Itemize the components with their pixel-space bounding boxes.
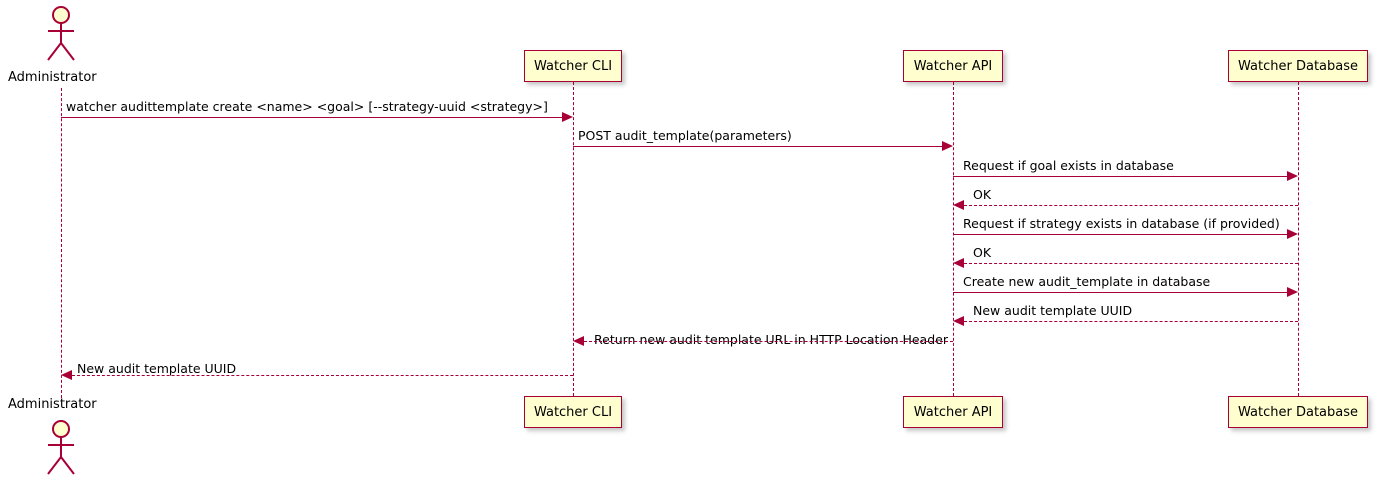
message-label-5: Request if strategy exists in database (… xyxy=(963,216,1280,231)
lifeline-administrator xyxy=(61,88,62,398)
lifeline-watcher-cli xyxy=(573,82,574,396)
message-arrowhead-10 xyxy=(61,370,72,380)
actor-administrator-top xyxy=(38,4,84,62)
message-line-6 xyxy=(964,263,1298,264)
message-line-7 xyxy=(953,292,1287,293)
message-label-1: watcher audittemplate create <name> <goa… xyxy=(66,99,548,114)
participant-box-watcher-api-bottom[interactable]: Watcher API xyxy=(903,396,1003,428)
message-arrowhead-8 xyxy=(953,316,964,326)
participant-label-watcher-api: Watcher API xyxy=(913,58,993,74)
message-arrowhead-5 xyxy=(1287,229,1298,239)
actor-label-administrator-bottom: Administrator xyxy=(8,397,97,412)
message-label-4: OK xyxy=(973,187,992,202)
message-line-10 xyxy=(72,375,573,376)
participant-label-watcher-cli: Watcher CLI xyxy=(533,58,613,74)
message-line-3 xyxy=(953,176,1287,177)
message-arrowhead-4 xyxy=(953,200,964,210)
participant-label-watcher-database: Watcher Database xyxy=(1238,58,1358,74)
message-line-8 xyxy=(964,321,1298,322)
message-label-9: Return new audit template URL in HTTP Lo… xyxy=(594,332,948,347)
message-label-2: POST audit_template(parameters) xyxy=(578,128,792,143)
message-arrowhead-7 xyxy=(1287,287,1298,297)
message-label-6: OK xyxy=(973,245,992,260)
message-label-8: New audit template UUID xyxy=(973,303,1133,318)
participant-box-watcher-database-top[interactable]: Watcher Database xyxy=(1228,50,1368,82)
participant-label-watcher-api-bottom: Watcher API xyxy=(913,404,993,420)
lifeline-watcher-database xyxy=(1298,82,1299,396)
participant-label-watcher-database-bottom: Watcher Database xyxy=(1238,404,1358,420)
message-label-3: Request if goal exists in database xyxy=(963,158,1174,173)
actor-label-administrator-top: Administrator xyxy=(8,70,97,85)
actor-administrator-bottom xyxy=(38,418,84,476)
message-arrowhead-3 xyxy=(1287,171,1298,181)
message-arrowhead-2 xyxy=(942,141,953,151)
message-arrowhead-9 xyxy=(573,336,584,346)
participant-label-watcher-cli-bottom: Watcher CLI xyxy=(533,404,613,420)
message-label-10: New audit template UUID xyxy=(77,361,237,376)
message-arrowhead-6 xyxy=(953,258,964,268)
message-line-9 xyxy=(584,341,953,342)
participant-box-watcher-cli-top[interactable]: Watcher CLI xyxy=(524,50,622,82)
message-line-4 xyxy=(964,205,1298,206)
participant-box-watcher-database-bottom[interactable]: Watcher Database xyxy=(1228,396,1368,428)
lifeline-watcher-api xyxy=(953,82,954,396)
participant-box-watcher-cli-bottom[interactable]: Watcher CLI xyxy=(524,396,622,428)
message-arrowhead-1 xyxy=(562,112,573,122)
message-line-1 xyxy=(61,117,562,118)
message-label-7: Create new audit_template in database xyxy=(963,274,1211,289)
participant-box-watcher-api-top[interactable]: Watcher API xyxy=(903,50,1003,82)
message-line-5 xyxy=(953,234,1287,235)
message-line-2 xyxy=(573,146,942,147)
